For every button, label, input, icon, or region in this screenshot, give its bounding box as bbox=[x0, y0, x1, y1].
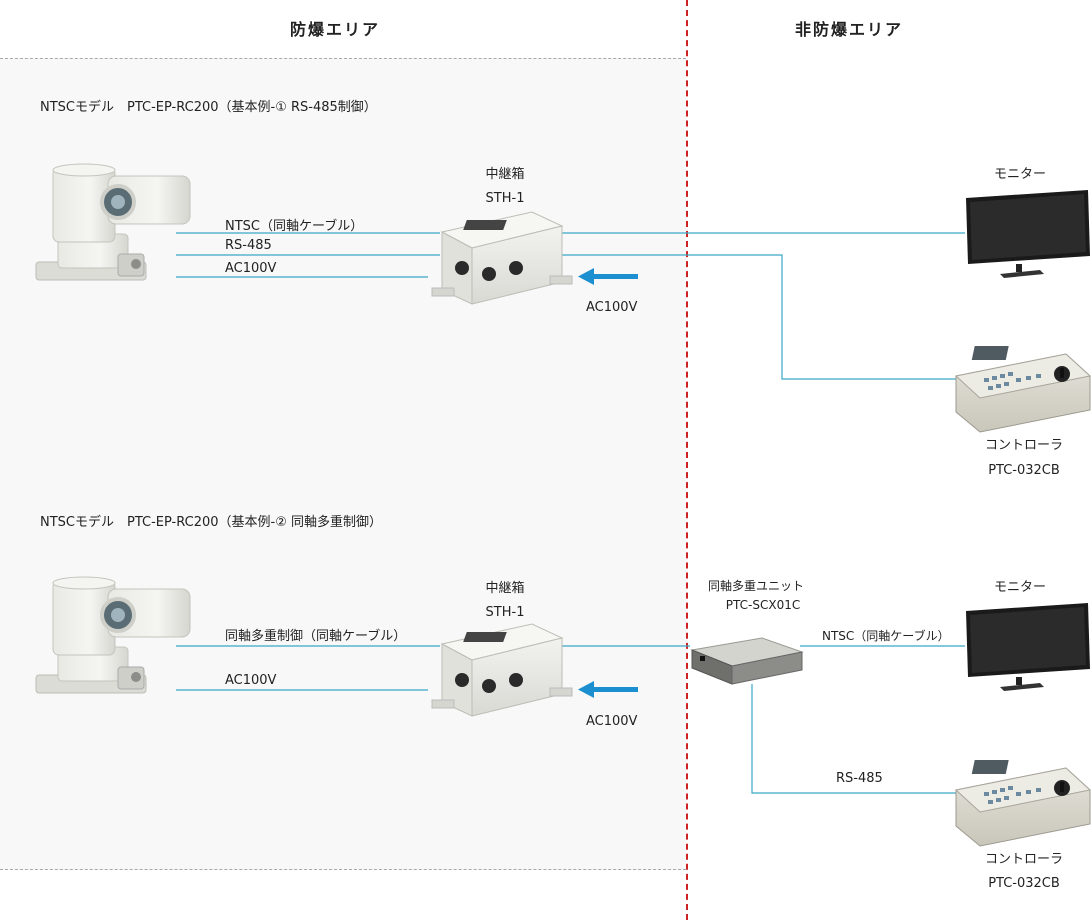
hazardous-zone-title: 防爆エリア bbox=[290, 20, 381, 39]
ex2-title: NTSCモデル PTC-EP-RC200（基本例-② 同軸多重制御） bbox=[40, 515, 382, 530]
ex1-junction-label: 中継箱 bbox=[485, 167, 525, 182]
ex2-line-rs485-controller bbox=[751, 684, 958, 794]
ex2-controller-model: PTC-032CB bbox=[988, 876, 1060, 891]
ex1-controller bbox=[955, 345, 1091, 433]
ex2-monitor bbox=[966, 603, 1090, 691]
ex2-coax-unit bbox=[691, 637, 803, 685]
ex1-controller-label: コントローラ bbox=[984, 438, 1064, 453]
zone-divider bbox=[686, 0, 688, 920]
ex2-cable-ntsc-label: NTSC（同軸ケーブル） bbox=[822, 629, 950, 643]
ex1-ac-input-label: AC100V bbox=[586, 300, 638, 315]
ex1-camera bbox=[34, 162, 192, 282]
non-hazardous-zone-title: 非防爆エリア bbox=[795, 20, 904, 39]
ex1-cable-ac-label: AC100V bbox=[225, 261, 277, 276]
ex1-monitor-label: モニター bbox=[993, 167, 1047, 182]
ex2-cable-ac-label: AC100V bbox=[225, 673, 277, 688]
ex1-monitor bbox=[966, 190, 1090, 278]
ex2-cable-coax-label: 同軸多重制御（同軸ケーブル） bbox=[225, 629, 407, 644]
ex1-cable-rs485-label: RS-485 bbox=[225, 238, 272, 253]
ex2-junction-model: STH-1 bbox=[485, 605, 525, 620]
ex2-junction-box bbox=[431, 623, 573, 717]
ex2-unit-label: 同軸多重ユニット bbox=[707, 579, 805, 593]
ex2-camera bbox=[34, 575, 192, 695]
ex2-controller-label: コントローラ bbox=[984, 852, 1064, 867]
ex2-unit-model: PTC-SCX01C bbox=[725, 598, 801, 612]
ex1-controller-model: PTC-032CB bbox=[988, 463, 1060, 478]
ex2-cable-rs485-label: RS-485 bbox=[836, 771, 883, 786]
ex1-line-rs485-controller bbox=[560, 254, 958, 380]
ex2-controller bbox=[955, 759, 1091, 847]
ex2-monitor-label: モニター bbox=[993, 580, 1047, 595]
ex1-cable-ntsc-label: NTSC（同軸ケーブル） bbox=[225, 219, 364, 234]
ex2-ac-input-label: AC100V bbox=[586, 714, 638, 729]
ex2-junction-label: 中継箱 bbox=[485, 581, 525, 596]
ex1-junction-model: STH-1 bbox=[485, 191, 525, 206]
ex1-junction-box bbox=[431, 211, 573, 305]
ex1-title: NTSCモデル PTC-EP-RC200（基本例-① RS-485制御） bbox=[40, 100, 377, 115]
